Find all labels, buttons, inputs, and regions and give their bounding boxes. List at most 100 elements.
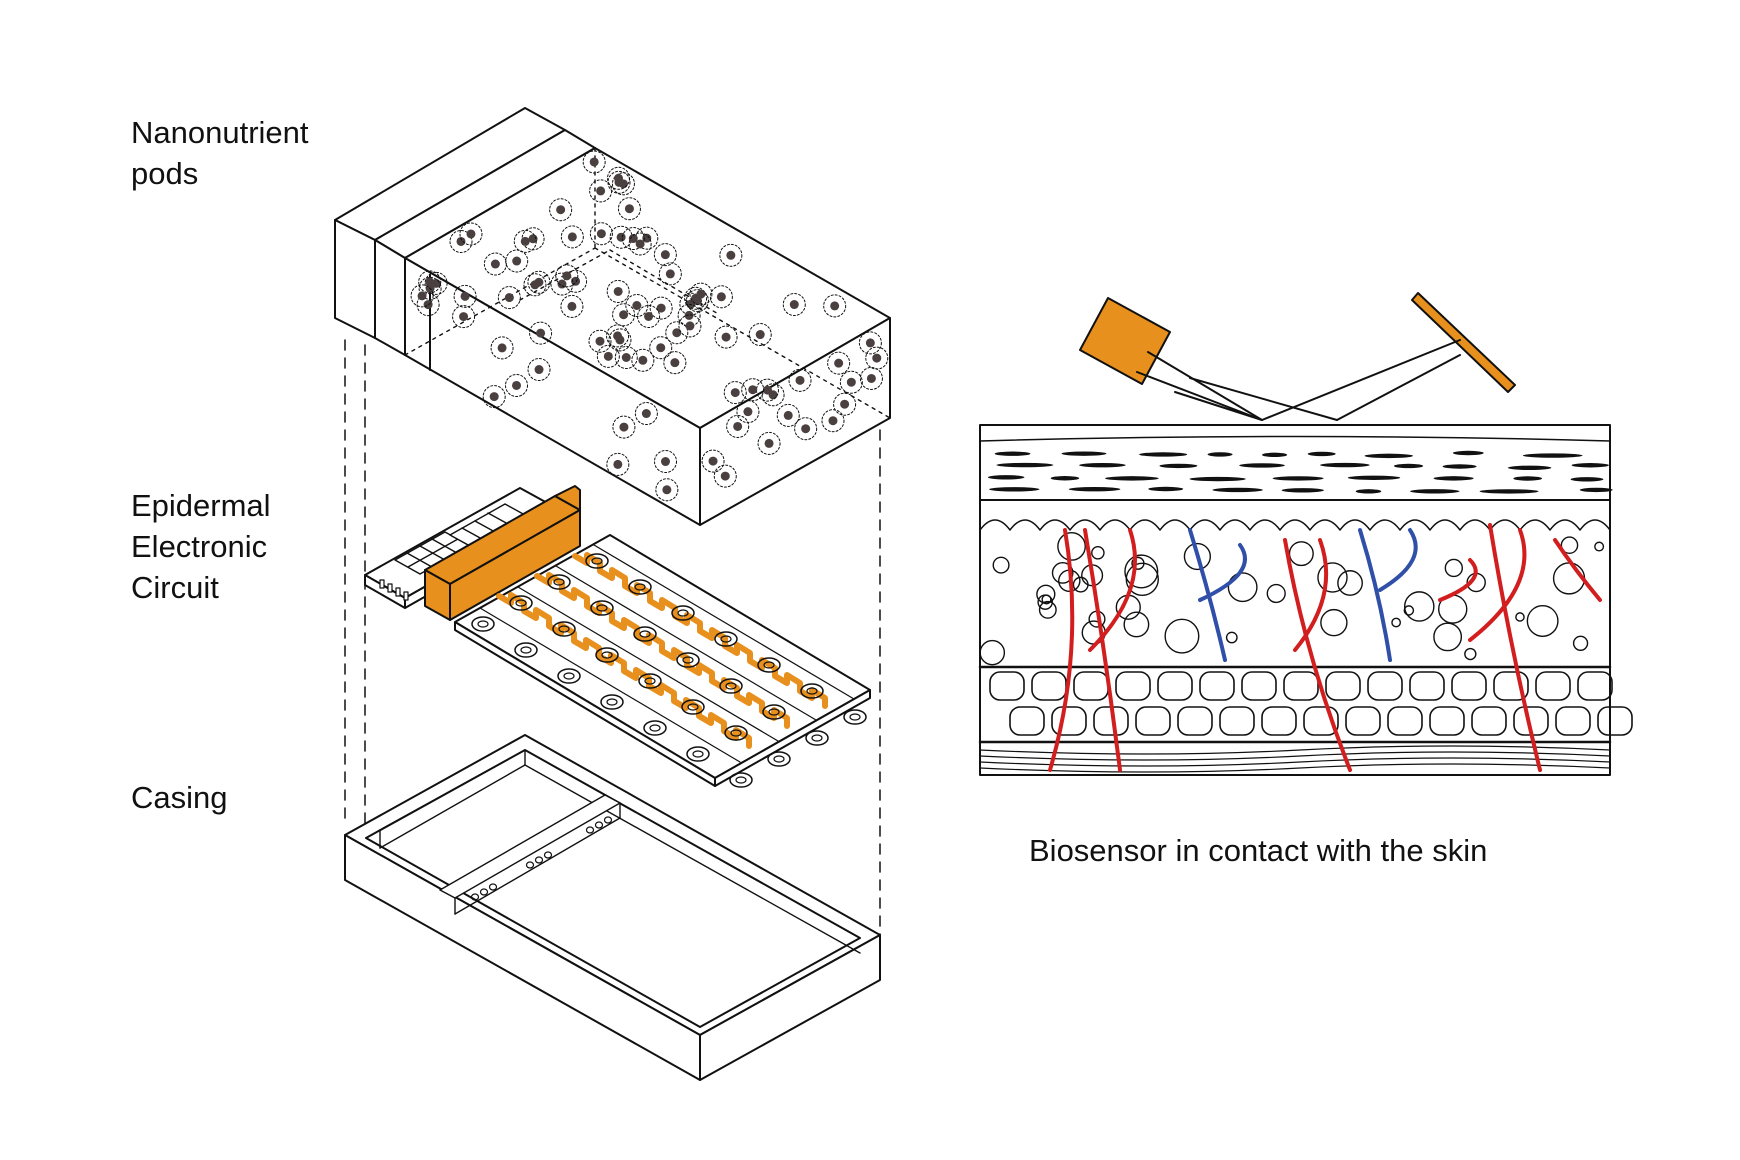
nanonutrient-pod-box bbox=[334, 107, 891, 526]
circuit-trace bbox=[572, 552, 828, 709]
nanonutrient-particle bbox=[653, 450, 677, 474]
casing-hole bbox=[594, 821, 604, 829]
veins bbox=[1188, 528, 1418, 662]
corneum-flake bbox=[1442, 464, 1477, 469]
basal-cell bbox=[1471, 706, 1507, 736]
arteries bbox=[1048, 523, 1602, 772]
corneum-flake bbox=[1364, 453, 1414, 459]
basal-cell bbox=[1303, 706, 1339, 736]
nanonutrient-particle bbox=[497, 286, 521, 310]
orange-circuit-traces bbox=[496, 552, 828, 749]
corneum-flake bbox=[1068, 487, 1121, 492]
nanonutrient-particle bbox=[418, 270, 442, 294]
nanonutrient-particle bbox=[689, 282, 713, 306]
basal-cells bbox=[989, 671, 1633, 736]
vessel bbox=[1088, 528, 1137, 652]
fiber bbox=[979, 751, 1611, 761]
vessel bbox=[1048, 528, 1075, 772]
basal-cell bbox=[1597, 706, 1633, 736]
casing-hole bbox=[534, 856, 544, 864]
electrode-ring bbox=[514, 642, 538, 658]
nanonutrient-particle bbox=[416, 293, 440, 317]
electrode-ring bbox=[757, 657, 781, 673]
electrode-ring bbox=[800, 683, 824, 699]
biosensor-caption: Biosensor in contact with the skin bbox=[1029, 833, 1488, 868]
dermis-cell bbox=[1433, 622, 1463, 652]
dermis-cell bbox=[1227, 572, 1258, 603]
nanonutrient-particle bbox=[748, 323, 772, 347]
nanonutrient-particle bbox=[529, 321, 553, 345]
nanonutrient-particle bbox=[859, 366, 883, 390]
electrode-ring bbox=[714, 631, 738, 647]
electrode-ring bbox=[585, 553, 609, 569]
vessel bbox=[1378, 528, 1418, 592]
dermis-cell bbox=[1041, 594, 1052, 605]
casing-hole bbox=[488, 883, 498, 891]
nanonutrient-particle bbox=[596, 344, 620, 368]
basal-cell bbox=[1135, 706, 1171, 736]
nanonutrient-particle bbox=[714, 325, 738, 349]
electrode-ring bbox=[671, 605, 695, 621]
skin-cross-section bbox=[978, 424, 1633, 776]
nanonutrient-particle bbox=[719, 243, 743, 267]
nanonutrient-particle bbox=[505, 373, 529, 397]
nanonutrient-particle bbox=[741, 378, 765, 402]
nanonutrient-particle bbox=[631, 348, 655, 372]
nanonutrient-particle bbox=[625, 293, 649, 317]
electrode-ring bbox=[643, 720, 667, 736]
circuit-trace bbox=[496, 592, 752, 749]
nanonutrient-particle bbox=[621, 227, 645, 251]
corneum-flake bbox=[1159, 463, 1198, 469]
fiber bbox=[979, 757, 1611, 767]
dermis-cell bbox=[1337, 570, 1363, 596]
vessel bbox=[1438, 558, 1478, 602]
nanonutrient-particles bbox=[410, 150, 889, 502]
stratum-corneum bbox=[987, 450, 1613, 494]
electrode-ring bbox=[767, 751, 791, 767]
electrode-ring bbox=[686, 746, 710, 762]
vessel bbox=[1083, 528, 1122, 772]
dermis-cell bbox=[1123, 611, 1150, 638]
dermis-cell bbox=[1225, 631, 1238, 644]
basal-cell bbox=[989, 671, 1025, 701]
dermis-cell bbox=[1091, 545, 1105, 560]
basal-cell bbox=[1157, 671, 1193, 701]
casing-label: Casing bbox=[131, 777, 228, 818]
label-line: Epidermal bbox=[131, 488, 271, 523]
nanonutrient-particle bbox=[663, 351, 687, 375]
label-line: Casing bbox=[131, 780, 228, 815]
basal-cell bbox=[1387, 706, 1423, 736]
dermis-cell bbox=[1051, 562, 1074, 584]
dermis-cell bbox=[1515, 612, 1525, 622]
dermis-cell bbox=[1560, 536, 1579, 555]
nanonutrient-particle bbox=[658, 262, 682, 286]
nanonutrient-particle bbox=[713, 464, 737, 488]
basal-cell bbox=[1199, 671, 1235, 701]
circuit-trace bbox=[534, 572, 790, 729]
corneum-flake bbox=[996, 462, 1054, 468]
dermis-cell bbox=[1164, 618, 1200, 654]
nanonutrient-particle bbox=[776, 403, 800, 427]
corneum-flake bbox=[1262, 452, 1288, 458]
nanonutrient-particle bbox=[490, 336, 514, 360]
vessel bbox=[1293, 538, 1329, 652]
nanonutrient-particle bbox=[410, 284, 434, 308]
electrode-ring bbox=[471, 616, 495, 632]
basal-cell bbox=[1409, 671, 1445, 701]
basal-cell bbox=[1367, 671, 1403, 701]
label-line: Circuit bbox=[131, 570, 219, 605]
casing-hole bbox=[525, 861, 535, 869]
nanonutrient-particle bbox=[483, 252, 507, 276]
casing-hole bbox=[470, 893, 480, 901]
casing-holes bbox=[470, 816, 613, 901]
corneum-flake bbox=[1452, 450, 1484, 456]
dermis-cell bbox=[1464, 647, 1477, 661]
dermis-cell bbox=[1526, 605, 1559, 637]
basal-cell bbox=[1219, 706, 1255, 736]
corneum-flake bbox=[1272, 476, 1324, 481]
nanonutrient-particle bbox=[782, 293, 806, 317]
corneum-flake bbox=[987, 475, 1025, 480]
vessel bbox=[1468, 528, 1527, 642]
nanonutrient-particle bbox=[606, 452, 630, 476]
